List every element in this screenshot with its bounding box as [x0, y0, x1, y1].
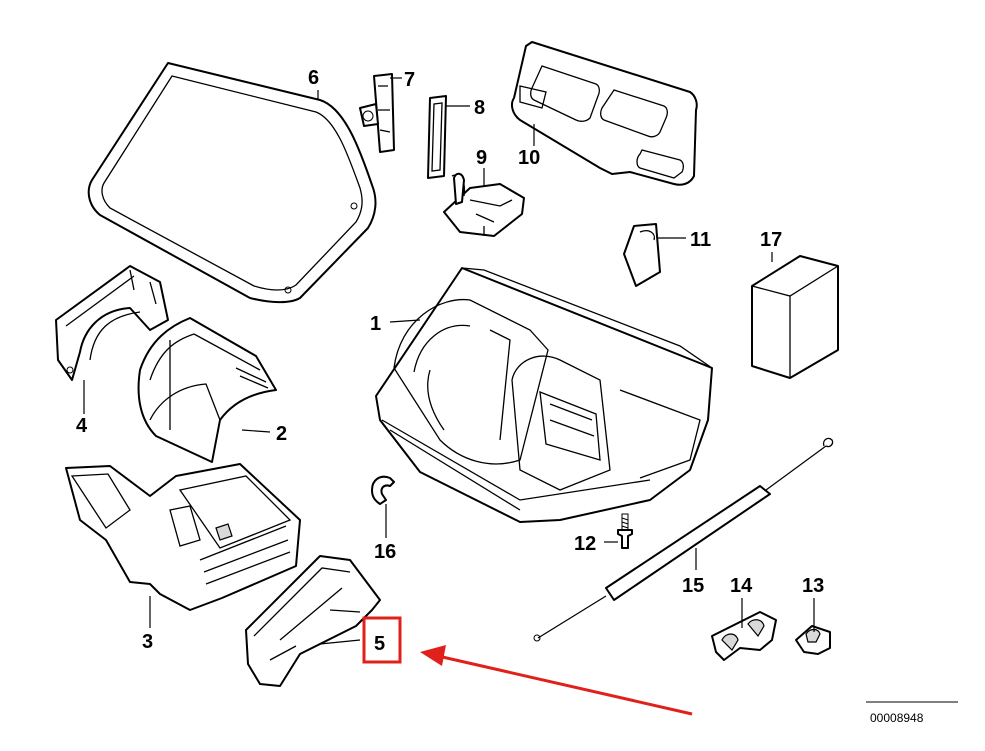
label-1: 1	[370, 313, 381, 335]
part-7-clip[interactable]	[359, 73, 395, 153]
label-11: 11	[690, 229, 711, 251]
label-13: 13	[802, 575, 824, 597]
part-14-cable-holder[interactable]	[711, 611, 777, 661]
part-labels: 6 7 8 9 10 11 17 1 4 2 3 5 16 12 15 14 1…	[76, 67, 824, 655]
label-14: 14	[730, 575, 753, 597]
part-17-block[interactable]	[751, 255, 839, 379]
label-17: 17	[760, 229, 782, 251]
part-13-cable-clip[interactable]	[795, 625, 831, 655]
part-2-blower-shell[interactable]	[137, 317, 277, 463]
label-15: 15	[682, 575, 704, 597]
highlight-arrow	[420, 645, 693, 716]
label-9: 9	[476, 147, 487, 169]
part-3-intake-housing[interactable]	[65, 463, 301, 611]
label-8: 8	[474, 97, 485, 119]
label-7: 7	[404, 69, 415, 91]
label-5: 5	[374, 633, 385, 655]
part-10-seal-plate[interactable]	[511, 41, 698, 186]
highlight-box	[362, 616, 402, 664]
diagram-code: 00008948	[870, 711, 924, 725]
label-10: 10	[518, 147, 540, 169]
part-12-screw[interactable]	[617, 513, 633, 549]
part-1-blower-housing[interactable]	[375, 267, 713, 523]
label-4: 4	[76, 415, 88, 437]
label-6: 6	[308, 67, 319, 89]
label-3: 3	[142, 631, 153, 653]
leader-lines	[83, 77, 815, 645]
part-8-small-gasket[interactable]	[427, 95, 447, 179]
part-5-duct-section[interactable]	[245, 555, 381, 687]
label-12: 12	[574, 533, 596, 555]
part-4-air-duct-cover[interactable]	[55, 265, 169, 381]
part-15-bowden-cable[interactable]	[533, 437, 834, 642]
part-16-clamp[interactable]	[371, 475, 395, 505]
part-6-gasket-frame[interactable]	[87, 62, 377, 304]
label-16: 16	[374, 541, 396, 563]
label-2: 2	[276, 423, 287, 445]
part-11-flap[interactable]	[623, 223, 661, 287]
part-9-bracket[interactable]	[443, 172, 525, 237]
